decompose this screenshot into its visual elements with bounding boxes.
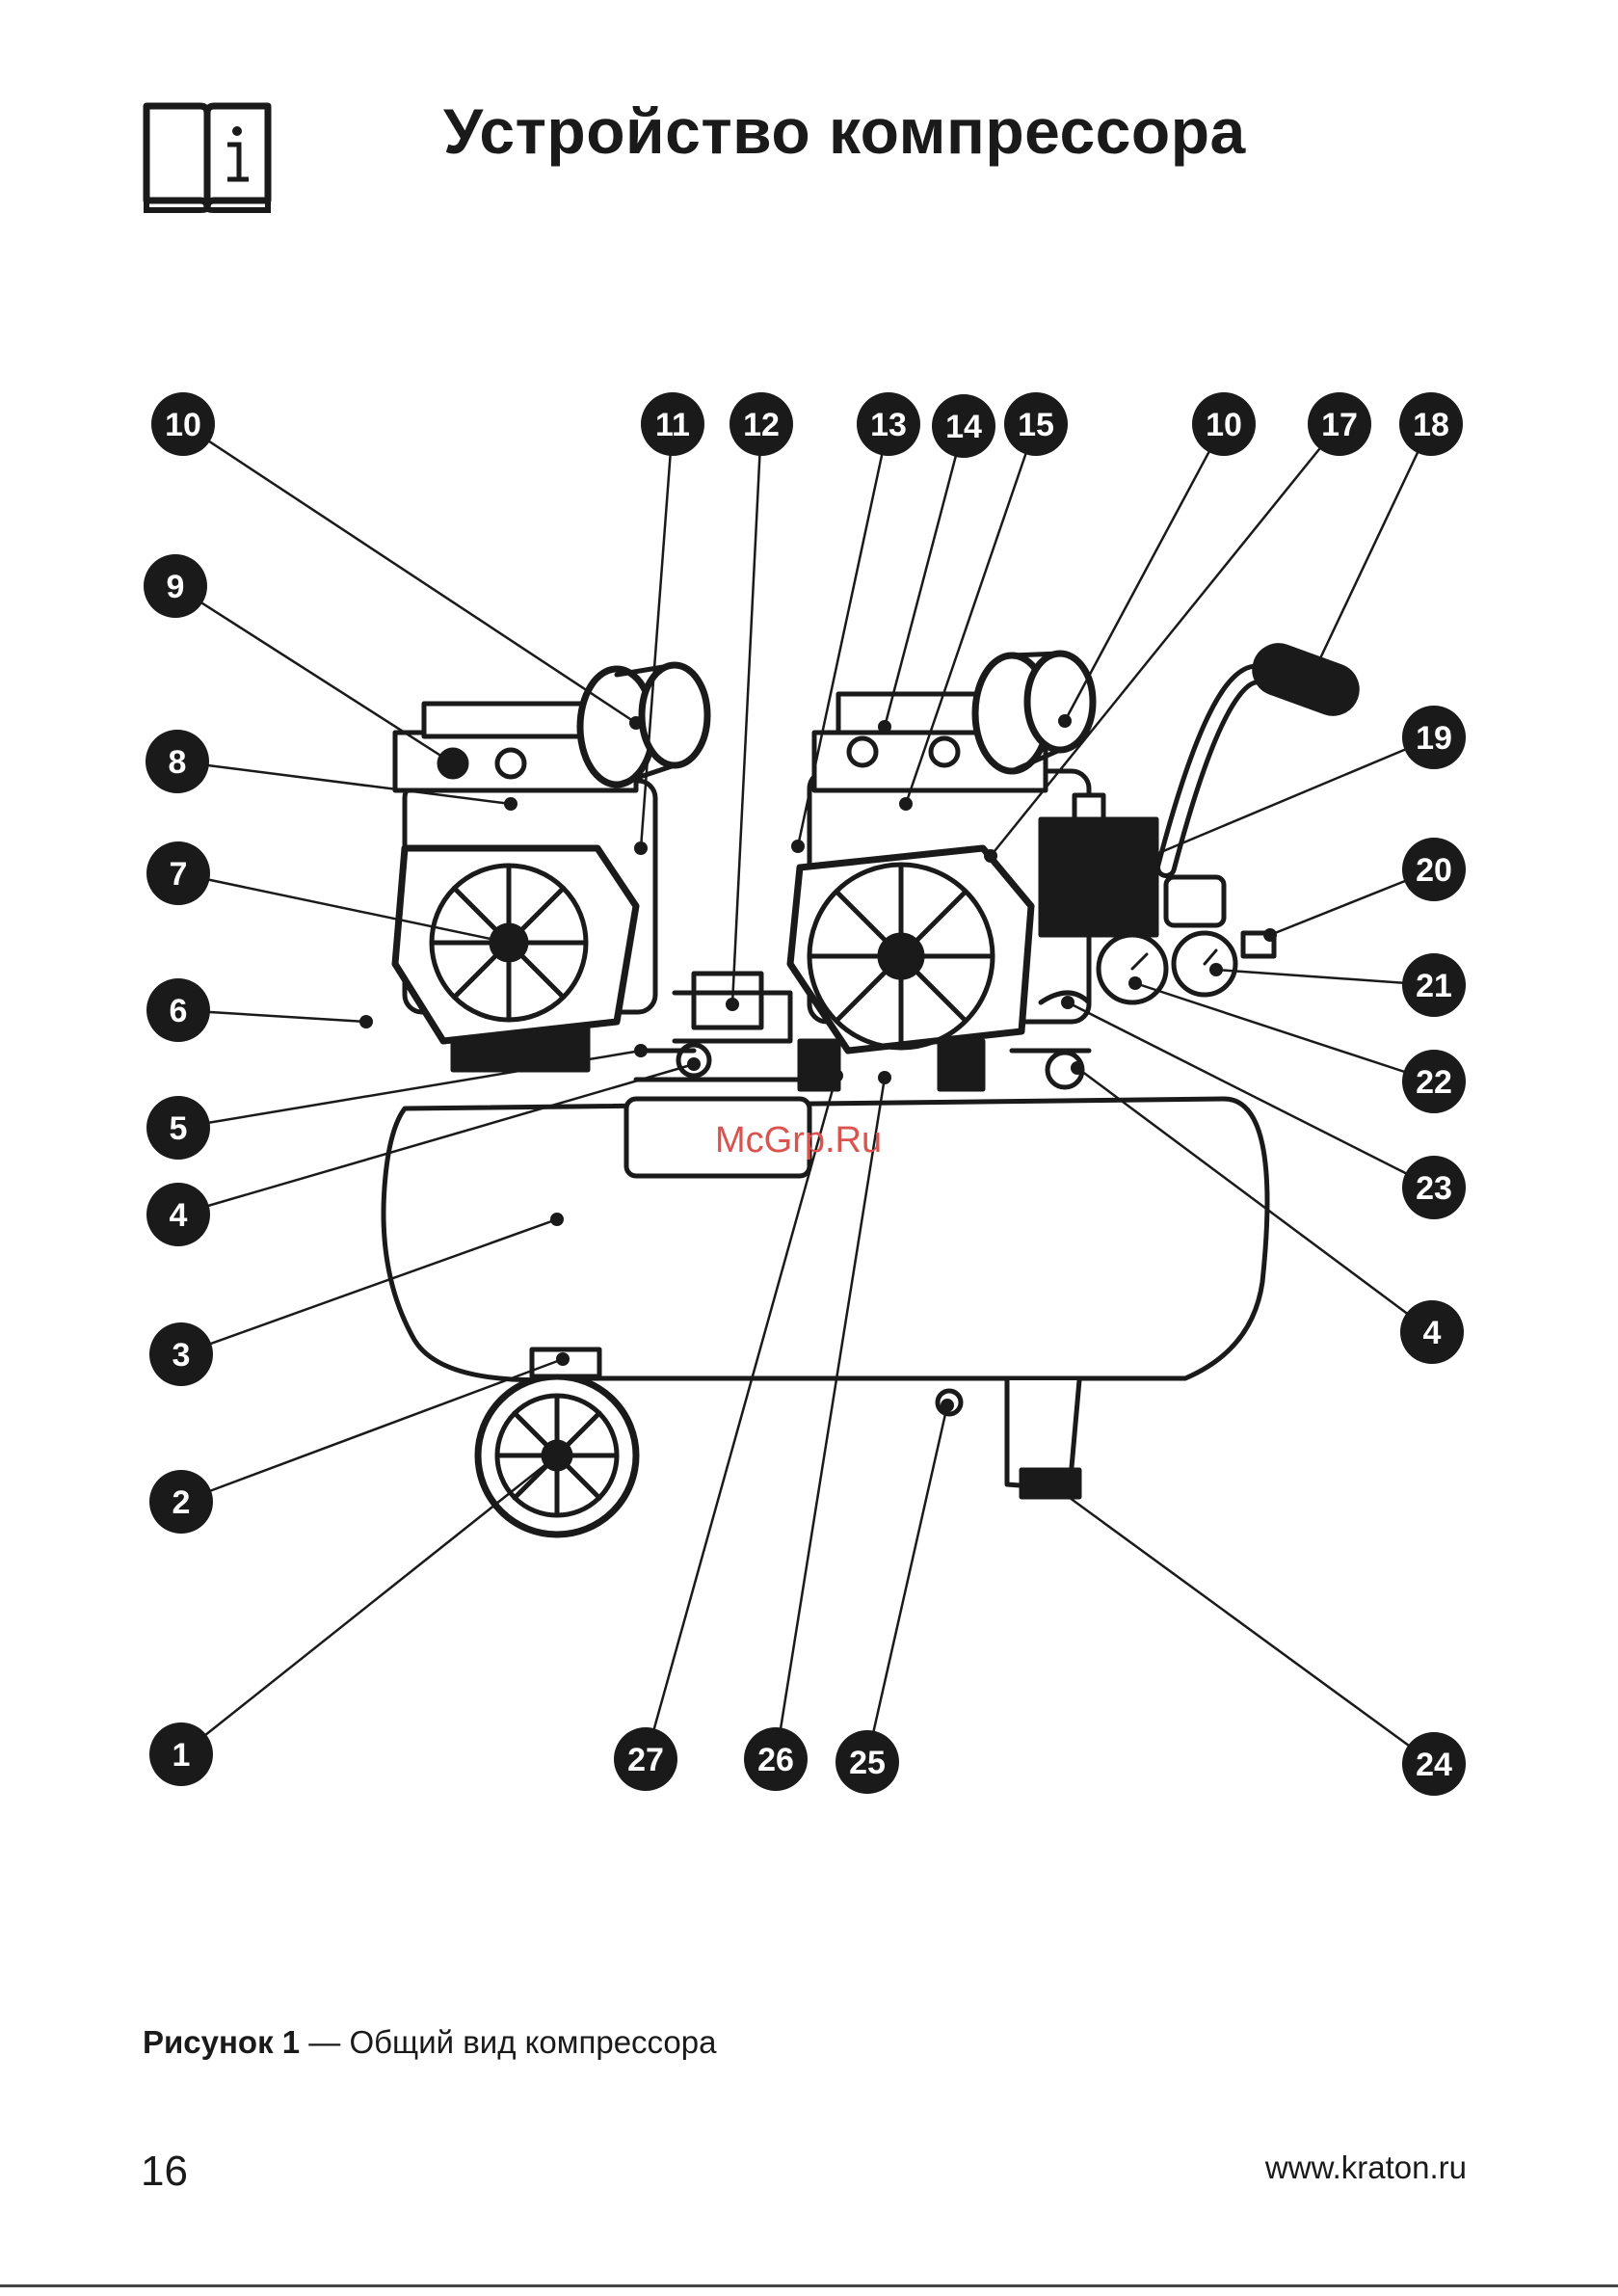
callout-label: 23 (1416, 1170, 1452, 1207)
callout-label: 5 (170, 1110, 188, 1147)
callout-label: 10 (1206, 407, 1242, 443)
callout-label: 4 (170, 1197, 188, 1234)
right-fan-guard (790, 848, 1031, 1051)
callout-label: 18 (1413, 407, 1449, 443)
callout-label: 17 (1321, 407, 1358, 443)
callout-22: 22 (1402, 1050, 1466, 1113)
callout-5: 5 (146, 1096, 210, 1160)
callout-label: 13 (870, 407, 907, 443)
callout-label: 8 (169, 744, 187, 781)
caption-text: — Общий вид компрессора (300, 2024, 716, 2060)
callout-label: 7 (170, 856, 188, 893)
callout-24: 24 (1402, 1732, 1466, 1796)
callout-23: 23 (1402, 1156, 1466, 1219)
callout-4a: 4 (146, 1183, 210, 1246)
callout-14: 14 (932, 394, 995, 458)
callout-label: 2 (172, 1484, 191, 1521)
compressor-illustration (384, 639, 1364, 1535)
callout-label: 22 (1416, 1064, 1452, 1101)
callout-27: 27 (614, 1727, 677, 1791)
callout-17: 17 (1308, 392, 1371, 456)
callout-label: 24 (1416, 1747, 1452, 1783)
callout-label: 9 (167, 569, 185, 605)
callout-19: 19 (1402, 706, 1466, 769)
figure-caption: Рисунок 1 — Общий вид компрессора (143, 2024, 716, 2061)
handle (1166, 639, 1364, 868)
callout-label: 10 (165, 407, 201, 443)
callout-label: 1 (172, 1737, 191, 1774)
callout-label: 11 (655, 407, 690, 443)
callout-13: 13 (857, 392, 920, 456)
callout-label: 27 (627, 1742, 664, 1778)
callout-label: 20 (1416, 852, 1452, 889)
callout-2: 2 (149, 1470, 213, 1534)
callout-18: 18 (1399, 392, 1463, 456)
callout-15: 15 (1004, 392, 1068, 456)
page-title: Устройство компрессора (443, 94, 1246, 168)
callout-1: 1 (149, 1722, 213, 1786)
callout-10a: 10 (151, 392, 215, 456)
callout-4b: 4 (1400, 1300, 1464, 1364)
callout-25: 25 (836, 1730, 899, 1794)
callout-10b: 10 (1192, 392, 1256, 456)
callout-26: 26 (744, 1727, 808, 1791)
left-fan-guard (395, 848, 636, 1041)
callout-label: 21 (1416, 968, 1452, 1004)
website-link[interactable]: www.kraton.ru (1265, 2149, 1467, 2186)
book-info-icon (141, 100, 274, 214)
callout-8: 8 (146, 730, 209, 793)
callout-20: 20 (1402, 838, 1466, 901)
callout-11: 11 (641, 392, 704, 456)
page-number: 16 (141, 2148, 188, 2196)
bottom-divider (0, 2284, 1618, 2287)
callout-label: 6 (170, 993, 188, 1029)
callout-6: 6 (146, 978, 210, 1042)
callout-label: 25 (849, 1745, 886, 1781)
callout-label: 4 (1423, 1315, 1442, 1351)
callout-label: 19 (1416, 720, 1452, 757)
callout-label: 12 (743, 407, 780, 443)
callout-21: 21 (1402, 953, 1466, 1017)
callout-3: 3 (149, 1322, 213, 1386)
compressor-diagram: 10 11 12 13 14 15 10 17 18 9 8 7 6 5 4 3… (0, 366, 1618, 1841)
callout-label: 26 (757, 1742, 794, 1778)
callout-9: 9 (144, 554, 207, 618)
callout-label: 14 (945, 409, 982, 445)
leader-lines (175, 424, 1434, 1764)
callout-12: 12 (729, 392, 793, 456)
caption-prefix: Рисунок 1 (143, 2024, 300, 2060)
callout-label: 15 (1018, 407, 1054, 443)
callout-7: 7 (146, 841, 210, 905)
callout-label: 3 (172, 1337, 191, 1374)
watermark: McGrp.Ru (715, 1120, 882, 1161)
